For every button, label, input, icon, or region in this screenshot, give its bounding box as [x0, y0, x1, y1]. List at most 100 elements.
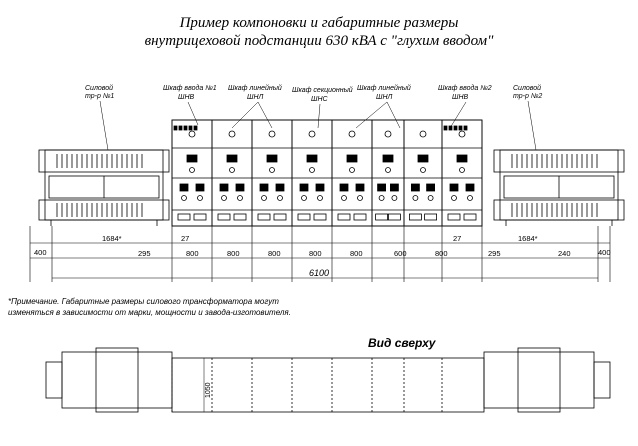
top-switchboard — [171, 357, 485, 413]
dim-right-27: 27 — [453, 234, 461, 243]
dim-cab-7: 800 — [435, 249, 448, 258]
cabinet-7 — [403, 119, 443, 227]
meter — [456, 154, 468, 163]
top-transformer-left — [61, 351, 173, 409]
leader — [317, 103, 321, 129]
terminal — [447, 213, 461, 221]
terminal — [193, 213, 207, 221]
top-knob — [458, 130, 466, 138]
breaker-handle — [299, 183, 309, 192]
terminal — [297, 213, 311, 221]
breaker-handle — [235, 183, 245, 192]
dim-cab-4: 800 — [309, 249, 322, 258]
label-transformer-right-2: тр-р №2 — [513, 93, 542, 100]
dim-cab-5: 800 — [350, 249, 363, 258]
leader — [449, 101, 467, 129]
cabinet-3 — [251, 119, 293, 227]
dim-cab-6: 600 — [394, 249, 407, 258]
meter — [226, 154, 238, 163]
terminal — [408, 213, 422, 221]
breaker-knob — [197, 195, 203, 201]
indicator — [229, 167, 235, 173]
dimension-lines — [29, 226, 611, 282]
top-transformer-left-core — [95, 347, 139, 413]
transformer-right-bottom — [493, 199, 625, 221]
indicator — [189, 167, 195, 173]
label-line-left-1: Шкаф линейный — [228, 84, 282, 92]
switchboard — [171, 119, 483, 227]
top-transformer-left-tank — [45, 361, 63, 399]
dim-total: 6100 — [309, 268, 329, 278]
breaker-handle — [195, 183, 205, 192]
breaker-knob — [357, 195, 363, 201]
top-knob — [268, 130, 276, 138]
breaker-handle — [410, 183, 420, 192]
breaker-knob — [301, 195, 307, 201]
meter — [306, 154, 318, 163]
meter-strip-1 — [188, 125, 193, 131]
breaker-knob — [221, 195, 227, 201]
dimensions-layer: 400 1684* 295 27 800 800 800 800 800 600… — [34, 234, 611, 398]
indicator — [385, 167, 391, 173]
leader — [527, 100, 537, 151]
footnote-line-2: изменяться в зависимости от марки, мощно… — [8, 308, 291, 317]
top-view-caption: Вид сверху — [368, 336, 436, 350]
top-view-drawing — [45, 347, 611, 413]
label-transformer-left-2: тр-р №1 — [85, 93, 114, 100]
terminal — [375, 213, 389, 221]
indicator — [420, 167, 426, 173]
meter-strip-1 — [183, 125, 188, 131]
breaker-handle — [179, 183, 189, 192]
terminal — [424, 213, 438, 221]
label-line-left-2: ШНЛ — [247, 94, 263, 101]
top-transformer-right-tank — [593, 361, 611, 399]
drawing-title: Пример компоновки и габаритные размеры в… — [0, 14, 638, 50]
label-line-right-2: ШНЛ — [376, 94, 392, 101]
breaker-handle — [275, 183, 285, 192]
leader — [355, 101, 388, 129]
indicator — [349, 167, 355, 173]
breaker-handle — [377, 183, 387, 192]
top-knob — [419, 130, 427, 138]
leader-lines — [99, 100, 537, 151]
terminal — [313, 213, 327, 221]
label-transformer-left-1: Силовой — [85, 84, 113, 92]
label-transformer-right-1: Силовой — [513, 84, 541, 92]
dim-right-240: 240 — [558, 249, 571, 258]
leader — [231, 101, 259, 129]
meter-strip-2 — [448, 125, 453, 131]
breaker-handle — [315, 183, 325, 192]
meter-strip-1 — [178, 125, 183, 131]
meter-strip-1 — [193, 125, 198, 131]
label-section-2: ШНС — [311, 96, 328, 103]
breaker-handle — [426, 183, 436, 192]
label-section-1: Шкаф секционный — [292, 86, 353, 94]
top-knob — [308, 130, 316, 138]
transformer-left — [38, 149, 170, 226]
dim-depth: 1050 — [205, 382, 212, 398]
label-input1-2: ШНВ — [178, 94, 194, 101]
meter-strip-2 — [463, 125, 468, 131]
meter-strip-2 — [453, 125, 458, 131]
breaker-knob — [341, 195, 347, 201]
breaker-knob — [467, 195, 473, 201]
cabinet-8 — [441, 119, 483, 227]
breaker-handle — [449, 183, 459, 192]
leader — [257, 101, 273, 129]
breaker-knob — [277, 195, 283, 201]
footnote-line-1: *Примечание. Габаритные размеры силового… — [8, 297, 279, 306]
terminal — [353, 213, 367, 221]
breaker-knob — [391, 195, 398, 201]
title-line-2: внутрицеховой подстанции 630 кВА с "глух… — [144, 33, 494, 49]
leader — [386, 101, 401, 129]
breaker-knob — [237, 195, 243, 201]
indicator — [309, 167, 315, 173]
terminal — [387, 213, 401, 221]
transformer-right — [493, 149, 625, 226]
top-knob — [188, 130, 196, 138]
leader — [99, 100, 109, 151]
terminal — [233, 213, 247, 221]
dim-left-1684: 1684* — [102, 234, 122, 243]
meter — [346, 154, 358, 163]
